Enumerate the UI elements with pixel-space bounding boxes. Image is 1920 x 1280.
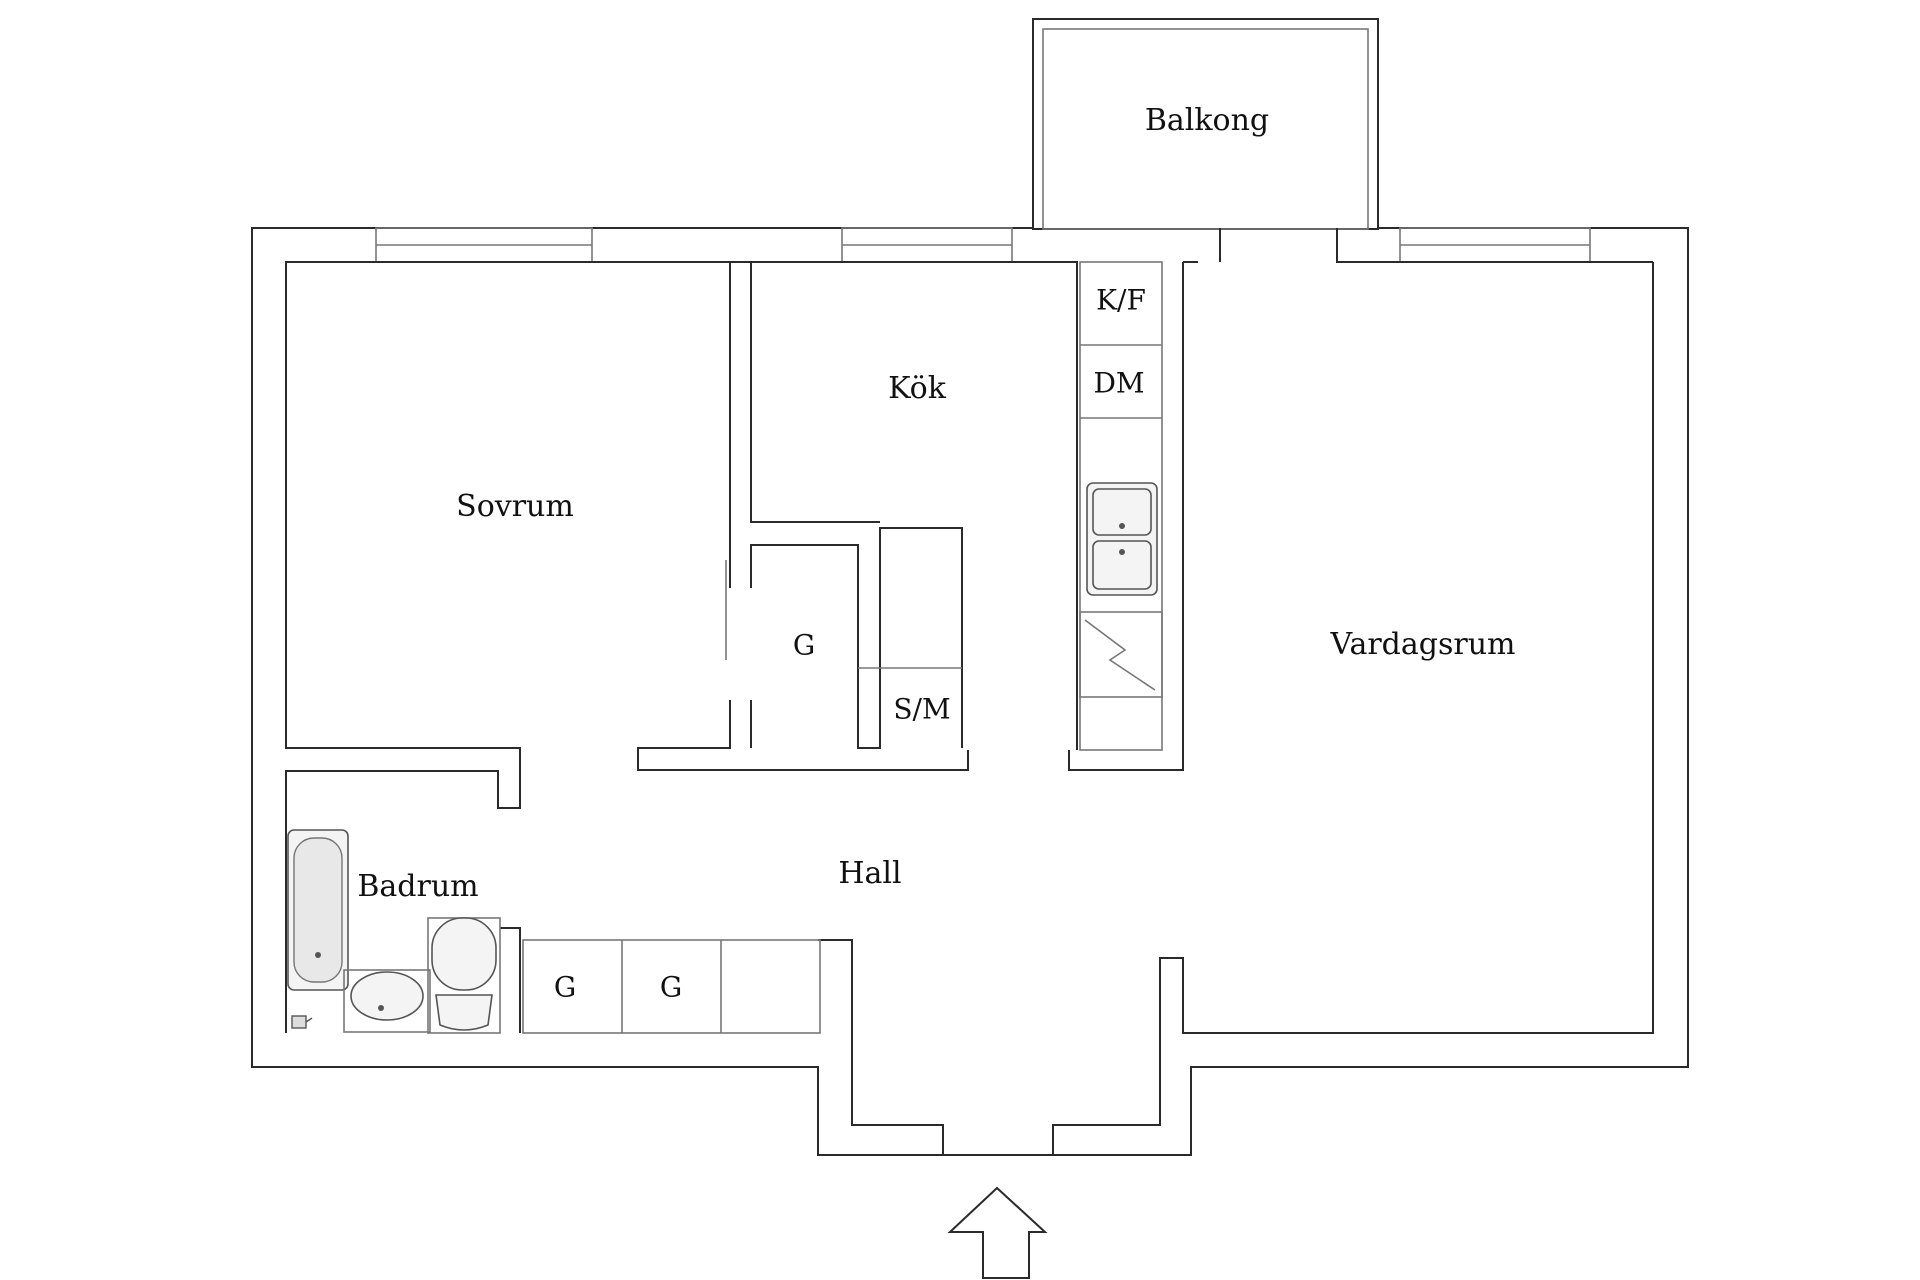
interior-walls	[286, 228, 1653, 771]
wardrobe-hall-1-label: G	[554, 971, 576, 1004]
bathroom-label: Badrum	[357, 869, 478, 904]
outer-walls	[251, 227, 1689, 1156]
shower-valve-icon	[291, 1015, 313, 1029]
kitchen-counter	[858, 261, 1163, 751]
dishwasher-label: DM	[1093, 367, 1144, 400]
kitchen-sink-icon	[1086, 482, 1158, 596]
arrow-up-icon	[947, 1186, 1048, 1279]
wardrobe-hall-2-label: G	[660, 971, 682, 1004]
windows	[375, 227, 1591, 263]
fridge-freezer-label: K/F	[1096, 284, 1146, 317]
kitchen-label: Kök	[888, 371, 947, 406]
bathtub-icon	[287, 829, 349, 991]
toilet-icon	[427, 917, 501, 1034]
bathroom-sink-icon	[343, 969, 431, 1033]
balcony	[1032, 18, 1379, 230]
living-room-label: Vardagsrum	[1330, 627, 1516, 662]
bedroom-label: Sovrum	[456, 489, 574, 524]
wardrobe-bedroom-label: G	[793, 629, 815, 662]
washer-dryer-label: S/M	[893, 693, 950, 726]
hall-wardrobes	[500, 927, 821, 1034]
balcony-label: Balkong	[1145, 103, 1269, 138]
hall-label: Hall	[838, 856, 901, 891]
